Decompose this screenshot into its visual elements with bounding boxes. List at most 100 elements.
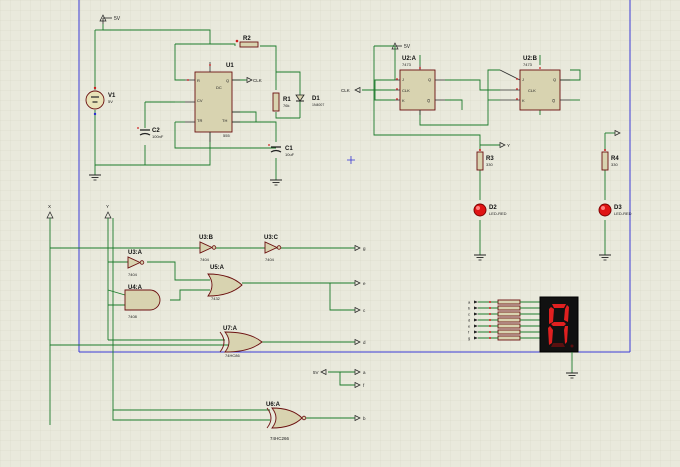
u2b-pin-qb: Q̅ <box>552 98 556 103</box>
u1-555-timer[interactable]: U1 555 R DC Q CV TR TH <box>185 62 240 142</box>
d2-value: LED-RED <box>489 211 507 216</box>
out-label-d: d <box>363 340 366 345</box>
u2a-pin-qb: Q̅ <box>427 98 431 103</box>
u2a-pin-k: K <box>402 98 405 103</box>
u2b-part: 7473 <box>523 62 533 67</box>
u7a-ref: U7:A <box>223 326 238 332</box>
d2-led[interactable]: D2 LED-RED <box>473 203 507 217</box>
d3-ref: D3 <box>614 205 622 211</box>
u3b-inverter[interactable]: U3:B 7404 <box>199 235 217 262</box>
r4-resistor[interactable]: R4 330 <box>601 149 619 171</box>
r1-ref: R1 <box>283 97 291 103</box>
segment-c <box>564 326 568 344</box>
u2a-flip-flop[interactable]: U2:A 7473 J CLK K Q Q̅ <box>395 56 445 115</box>
u4a-ref: U4:A <box>128 285 143 291</box>
c2-capacitor[interactable]: C2 100nF <box>137 127 164 139</box>
ground-symbol-d3 <box>599 254 611 261</box>
d1-ref: D1 <box>312 96 320 102</box>
r2-resistor[interactable]: R2 <box>235 36 259 48</box>
segment-a <box>552 304 566 308</box>
segment-input-labels: a b c d e f g <box>468 300 478 341</box>
gate-wires <box>49 218 355 425</box>
segment-e <box>548 326 553 345</box>
seg-in-b: b <box>468 306 471 311</box>
v1-value: 5V <box>108 99 113 104</box>
u5a-ref: U5:A <box>210 265 225 271</box>
u1-pin-th: TH <box>222 118 227 123</box>
u2a-pin-clk: CLK <box>402 88 410 93</box>
u1-pin-dc: DC <box>216 85 222 90</box>
r3-ref: R3 <box>486 156 494 162</box>
out-label-f: f <box>363 383 365 388</box>
u6a-ref: U6:A <box>266 402 281 408</box>
ff-clk-label: CLK <box>341 88 350 93</box>
c1-capacitor[interactable]: C1 10uF <box>268 144 295 157</box>
u4a-and-gate[interactable]: U4:A 7408 <box>124 285 161 319</box>
c1-ref: C1 <box>285 146 293 152</box>
u6a-xnor-gate[interactable]: U6:A 74HC266 <box>266 402 307 441</box>
u2b-flip-flop[interactable]: U2:B 7473 J CLK K Q Q̅ <box>499 56 570 111</box>
segment-dp <box>570 344 574 348</box>
u4a-part: 7408 <box>128 314 138 319</box>
ground-symbol-d2 <box>474 254 486 261</box>
y-net-label-ff: Y <box>480 141 510 149</box>
ground-symbol-c1 <box>270 179 282 186</box>
d3-led[interactable]: D3 LED-RED <box>598 203 632 217</box>
x-net-label-ff <box>614 129 621 137</box>
u1-pin-r: R <box>197 78 200 83</box>
u3a-ref: U3:A <box>128 250 143 256</box>
out-label-a: a <box>363 370 366 375</box>
u2b-pin-clk: CLK <box>528 88 536 93</box>
u2b-pin-q: Q <box>553 77 556 82</box>
u7a-xor-gate[interactable]: U7:A 74HC86 <box>219 326 263 358</box>
input-y-label: Y <box>106 204 109 209</box>
d1-diode[interactable]: D1 1N4007 <box>295 94 324 107</box>
u2b-ref: U2:B <box>523 56 538 62</box>
r3-value: 330 <box>486 162 493 167</box>
d2-ref: D2 <box>489 205 497 211</box>
v1-ref: V1 <box>108 93 116 99</box>
u3c-ref: U3:C <box>264 235 279 241</box>
ff-y-label: Y <box>507 143 510 148</box>
r1-value: 76k <box>283 103 289 108</box>
r3-resistor[interactable]: R3 330 <box>476 149 494 171</box>
input-x-label: X <box>48 204 51 209</box>
ground-symbol-display <box>566 352 578 379</box>
u3b-part: 7404 <box>200 257 210 262</box>
u3a-inverter[interactable]: U3:A 7404 <box>127 250 145 277</box>
out-label-c: c <box>363 308 366 313</box>
seg-in-e: e <box>468 324 471 329</box>
segment-b <box>564 305 569 322</box>
power-label-u2: 5V <box>404 44 411 50</box>
u2a-ref: U2:A <box>402 56 417 62</box>
clk-net-label-ff: CLK <box>341 86 361 94</box>
u2b-pin-j: J <box>522 77 524 82</box>
d1-value: 1N4007 <box>312 103 324 107</box>
power-label-bottom: 5V <box>313 370 319 375</box>
r4-ref: R4 <box>611 156 619 162</box>
c1-value: 10uF <box>285 152 295 157</box>
seven-segment-display[interactable] <box>539 296 579 353</box>
power-terminal-top[interactable]: 5V <box>99 14 121 24</box>
segment-resistor-array[interactable] <box>478 299 540 341</box>
u2a-pin-j: J <box>402 77 404 82</box>
ff-wires <box>362 45 615 255</box>
c2-value: 100nF <box>152 134 164 139</box>
u5a-part: 7432 <box>211 296 221 301</box>
seg-in-g: g <box>468 336 470 341</box>
u3b-ref: U3:B <box>199 235 214 241</box>
r1-resistor[interactable]: R1 76k <box>272 92 291 112</box>
segment-d <box>551 343 565 347</box>
power-label-top: 5V <box>114 16 121 22</box>
u7a-part: 74HC86 <box>225 353 240 358</box>
u3c-inverter[interactable]: U3:C 7404 <box>264 235 282 262</box>
power-terminal-bottom[interactable]: 5V <box>313 368 327 376</box>
segment-g <box>551 322 566 326</box>
v1-source[interactable]: V1 5V <box>85 86 116 116</box>
u6a-part: 74HC266 <box>270 436 290 441</box>
r2-ref: R2 <box>243 36 251 42</box>
segment-f <box>549 307 554 324</box>
u5a-or-gate[interactable]: U5:A 7432 <box>207 265 243 301</box>
output-net-labels: g e c d a f b <box>354 244 366 422</box>
